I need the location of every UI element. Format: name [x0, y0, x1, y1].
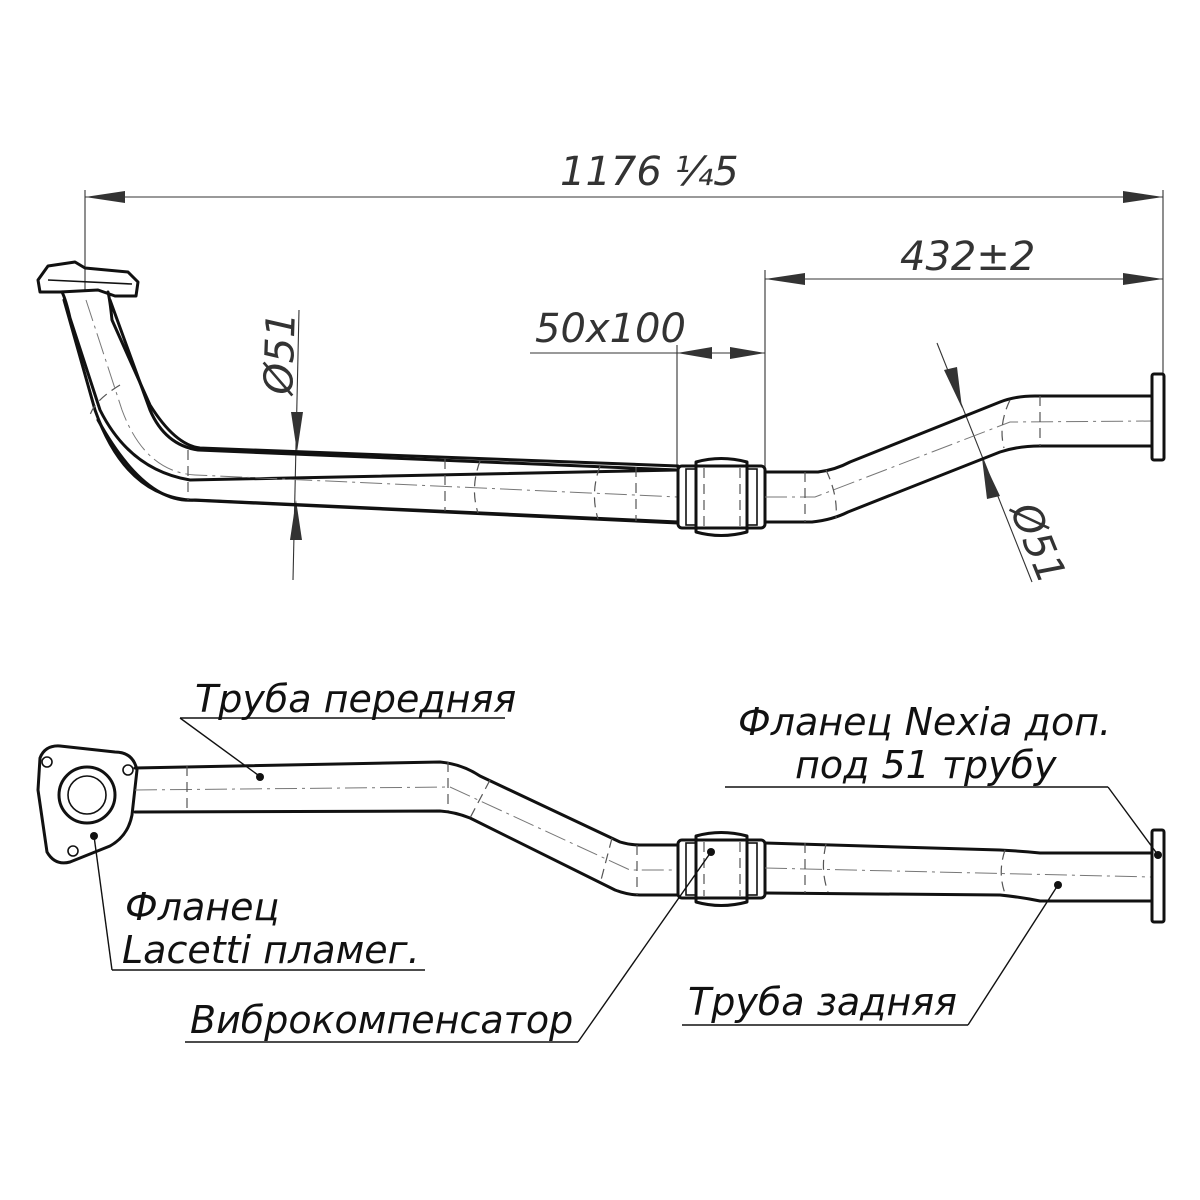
rear-pipe-label: Труба задняя [688, 980, 957, 1024]
diameter-rear-text: Ø51 [1000, 495, 1074, 590]
nexia-flange-label-line2: под 51 трубу [795, 743, 1057, 787]
dimension-overall: 1176 ¼5 [84, 149, 1164, 380]
flex-joint-plan [676, 831, 767, 907]
lacetti-flange-label-line2: Lacetti пламег. [122, 928, 420, 972]
overall-length-text: 1176 ¼5 [560, 149, 739, 195]
rear-pipe-side [763, 372, 1166, 524]
flex-joint-side [676, 457, 767, 537]
flex-joint-label: Виброкомпенсатор [190, 998, 573, 1042]
side-view: 1176 ¼5 432±2 50x100 Ø51 [36, 149, 1166, 590]
label-lacetti-flange: Фланец Lacetti пламег. [90, 832, 425, 972]
rear-length-text: 432±2 [900, 234, 1035, 280]
nexia-flange-label-line1: Фланец Nexia доп. [738, 700, 1111, 744]
plan-view: Труба передняя Фланец Nexia доп. под 51 … [36, 677, 1166, 1043]
front-pipe-plan [133, 760, 680, 897]
label-nexia-flange: Фланец Nexia доп. под 51 трубу [725, 700, 1162, 859]
rear-pipe-plan [763, 828, 1166, 924]
flex-size-text: 50x100 [535, 306, 686, 352]
label-rear-pipe: Труба задняя [682, 881, 1062, 1026]
label-front-pipe: Труба передняя [179, 677, 516, 781]
dimension-rear-length: 432±2 [764, 234, 1163, 470]
dimension-flex-size: 50x100 [530, 306, 765, 468]
diameter-front-text: Ø51 [256, 311, 305, 397]
dimension-diameter-front: Ø51 [256, 309, 305, 581]
lacetti-flange-label-line1: Фланец [125, 885, 279, 929]
label-flex-joint: Виброкомпенсатор [185, 848, 715, 1043]
front-pipe-side [36, 260, 680, 525]
lacetti-flange [36, 744, 139, 865]
front-pipe-label: Труба передняя [195, 677, 516, 721]
dimension-diameter-rear: Ø51 [936, 342, 1074, 590]
